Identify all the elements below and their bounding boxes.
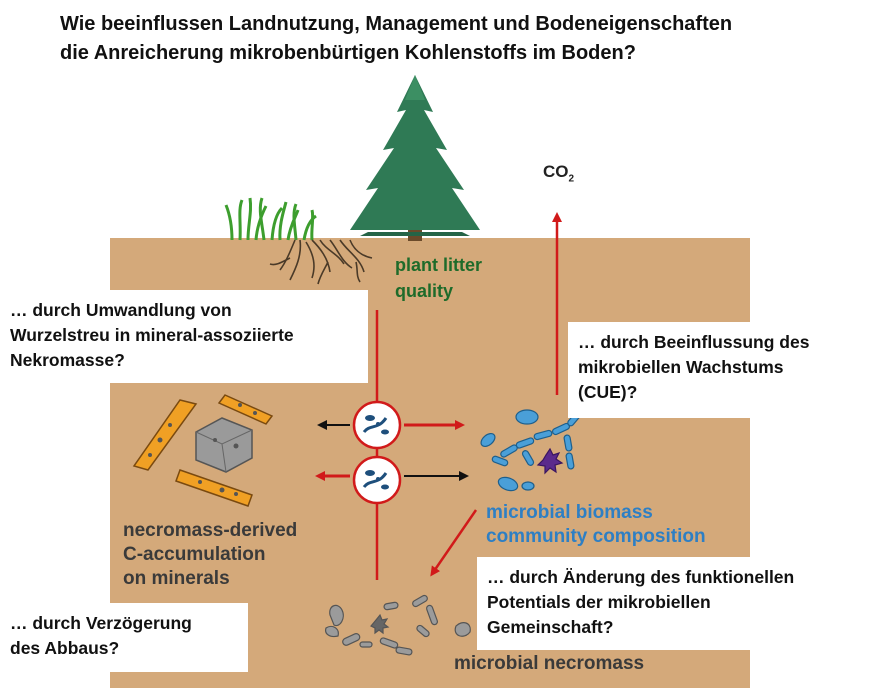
question-box-delayed-decomposition: … durch Verzögerung des Abbaus?: [0, 603, 248, 672]
microbe-circle-icon: [352, 455, 402, 505]
box-line: Potentials der mikrobiellen: [487, 592, 711, 612]
box-line: mikrobiellen Wachstums: [578, 357, 784, 377]
roots-icon: [269, 239, 373, 285]
arrow-to-necromass: [430, 509, 478, 577]
necromass-fragments-icon: [325, 594, 471, 656]
grass-icon: [224, 197, 317, 241]
page-title: Wie beeinflussen Landnutzung, Management…: [60, 10, 860, 68]
co2-subscript: 2: [568, 173, 575, 185]
title-line-2: die Anreicherung mikrobenbürtigen Kohlen…: [60, 42, 636, 64]
co2-main: CO: [543, 162, 569, 181]
question-box-root-litter: … durch Umwandlung von Wurzelstreu in mi…: [0, 290, 368, 383]
question-box-functional-potential: … durch Änderung des funktionellen Poten…: [477, 557, 847, 650]
box-line: … durch Änderung des funktionellen: [487, 567, 795, 587]
box-line: (CUE)?: [578, 382, 638, 402]
necromass-c-line-3: on minerals: [123, 568, 230, 589]
box-line: … durch Umwandlung von: [10, 300, 232, 320]
conifer-tree-icon: [350, 75, 480, 241]
microbe-circle-icon: [352, 400, 402, 450]
microbial-biomass-label: microbial biomass community composition: [486, 501, 706, 549]
microbial-necromass-label: microbial necromass: [454, 652, 644, 676]
box-line: Gemeinschaft?: [487, 617, 614, 637]
biomass-line-2: community composition: [486, 526, 706, 547]
box-line: … durch Verzögerung: [10, 613, 192, 633]
box-line: Nekromasse?: [10, 350, 125, 370]
co2-label: CO2: [543, 162, 574, 184]
question-box-cue: … durch Beeinflussung des mikrobiellen W…: [568, 322, 848, 418]
microbial-necromass-text: microbial necromass: [454, 653, 645, 674]
box-line: … durch Beeinflussung des: [578, 332, 810, 352]
mineral-icon: [132, 394, 274, 507]
necromass-c-accumulation-label: necromass-derived C-accumulation on mine…: [123, 519, 297, 591]
necromass-c-line-2: C-accumulation: [123, 544, 266, 565]
plant-litter-label: plant litter quality: [395, 252, 482, 304]
title-line-1: Wie beeinflussen Landnutzung, Management…: [60, 13, 733, 35]
box-line: des Abbaus?: [10, 638, 120, 658]
necromass-c-line-1: necromass-derived: [123, 520, 298, 541]
box-line: Wurzelstreu in mineral-assoziierte: [10, 325, 294, 345]
plant-litter-line-2: quality: [395, 281, 454, 301]
biomass-line-1: microbial biomass: [486, 502, 653, 523]
plant-litter-line-1: plant litter: [395, 255, 483, 275]
